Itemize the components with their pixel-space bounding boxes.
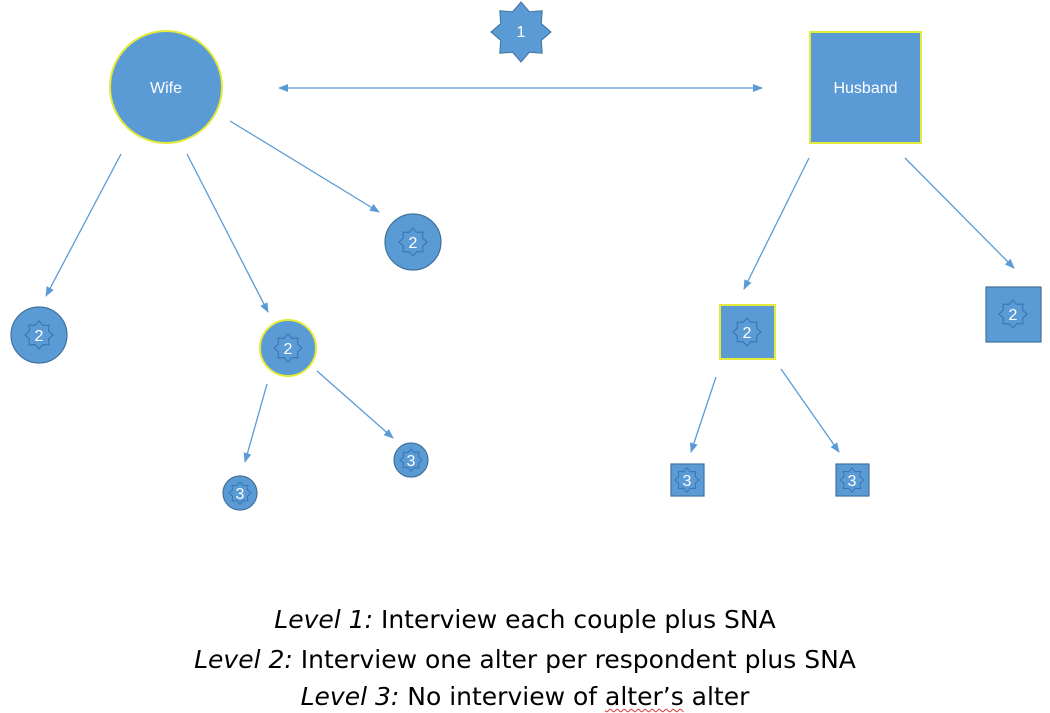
husband-alter-alter-left-node: 3: [670, 463, 705, 497]
arrow-alter-to-alter-right: [316, 370, 394, 439]
husband-alter-right-node: 2: [985, 286, 1042, 343]
arrow-wife-to-alter-right: [229, 120, 380, 213]
husband-node: Husband: [809, 31, 922, 144]
legend-level-3-spellcheck-word: alter’s: [605, 682, 684, 711]
legend-line-1: Level 1: Interview each couple plus SNA: [0, 605, 1050, 635]
wife-alter-alter-left-number: 3: [236, 486, 245, 503]
arrow-husband-alter-to-alter-right: [780, 368, 840, 453]
wife-alter-right-node: 2: [384, 213, 442, 271]
legend-level-3-text-after: alter: [683, 682, 750, 711]
husband-alter-left-node: 2: [719, 304, 776, 360]
arrow-wife-to-alter-mid: [186, 153, 269, 313]
level-1-star-badge: 1: [490, 1, 552, 63]
arrow-alter-to-alter-left: [243, 383, 268, 463]
legend-level-1-text: Interview each couple plus SNA: [373, 605, 776, 634]
legend-level-2-text: Interview one alter per respondent plus …: [292, 645, 856, 674]
wife-node: Wife: [109, 30, 223, 144]
wife-alter-mid-number: 2: [284, 341, 293, 358]
husband-alter-alter-right-number: 3: [848, 473, 857, 490]
wife-alter-right-number: 2: [409, 235, 418, 252]
legend-level-1-label: Level 1:: [274, 605, 373, 634]
husband-alter-right-number: 2: [1009, 307, 1018, 324]
wife-alter-left-number: 2: [35, 328, 44, 345]
wife-alter-mid-node: 2: [259, 319, 317, 377]
husband-alter-left-number: 2: [743, 325, 752, 342]
legend-level-3-text-before: No interview of: [399, 682, 606, 711]
wife-alter-alter-right-node: 3: [393, 442, 429, 478]
legend-line-2: Level 2: Interview one alter per respond…: [0, 645, 1050, 675]
legend-line-3: Level 3: No interview of alter’s alter: [0, 682, 1050, 712]
arrow-husband-alter-to-alter-left: [690, 376, 717, 453]
wife-alter-alter-right-number: 3: [407, 453, 416, 470]
legend-level-2-label: Level 2:: [194, 645, 293, 674]
wife-alter-alter-left-node: 3: [222, 475, 258, 511]
legend-level-3-label: Level 3:: [300, 682, 400, 711]
arrow-wife-to-alter-left: [45, 153, 122, 297]
arrow-husband-to-alter-right: [904, 157, 1015, 269]
arrow-husband-to-alter-left: [743, 157, 810, 290]
husband-alter-alter-left-number: 3: [683, 473, 692, 490]
arrows: [45, 84, 1015, 463]
husband-alter-alter-right-node: 3: [835, 463, 870, 497]
wife-alter-left-node: 2: [10, 306, 68, 364]
level-1-number: 1: [517, 24, 526, 41]
wife-label: Wife: [150, 80, 182, 97]
husband-label: Husband: [833, 80, 897, 97]
